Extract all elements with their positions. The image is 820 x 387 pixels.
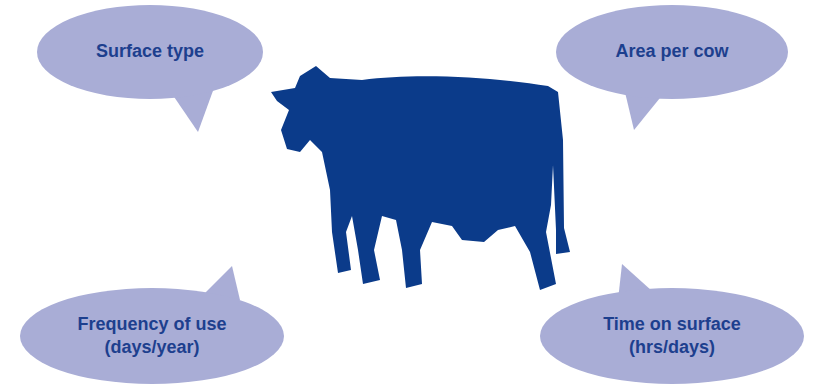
bubble-ellipse bbox=[37, 5, 263, 99]
bubble-ellipse bbox=[556, 5, 788, 99]
speech-bubble: Area per cow bbox=[556, 5, 788, 99]
speech-bubble: Time on surface (hrs/days) bbox=[540, 288, 804, 384]
speech-bubble: Frequency of use (days/year) bbox=[20, 288, 284, 384]
bubble-label: Surface type bbox=[96, 40, 204, 63]
speech-bubble: Surface type bbox=[37, 5, 263, 99]
cow-silhouette bbox=[271, 66, 570, 290]
bubble-ellipse bbox=[540, 288, 804, 384]
bubble-label: Area per cow bbox=[615, 40, 728, 63]
bubble-shape bbox=[540, 288, 804, 384]
bubble-ellipse bbox=[20, 288, 284, 384]
bubble-shape bbox=[20, 288, 284, 384]
bubble-label: Time on surface (hrs/days) bbox=[590, 313, 755, 360]
bubble-label: Frequency of use (days/year) bbox=[70, 313, 235, 360]
